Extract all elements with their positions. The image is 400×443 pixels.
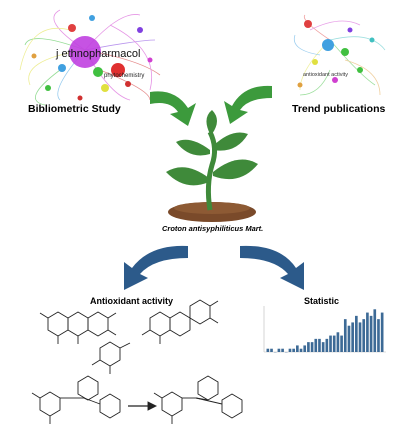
green-arrow-left xyxy=(150,91,196,126)
blue-arrows xyxy=(124,245,304,290)
chart-bar xyxy=(277,348,281,352)
chart-bar xyxy=(340,335,343,352)
green-arrows xyxy=(150,85,272,126)
chart-bar xyxy=(299,348,303,352)
antioxidant-activity-label: Antioxidant activity xyxy=(90,296,174,306)
network-node xyxy=(125,81,131,87)
bibliometric-study-label: Bibliometric Study xyxy=(28,103,121,115)
network-node xyxy=(89,15,95,21)
chart-bar xyxy=(296,345,299,352)
chart-bar xyxy=(369,315,373,352)
trend-publications-label: Trend publications xyxy=(292,103,386,115)
chart-bar xyxy=(373,309,377,352)
plant-leaf xyxy=(213,159,258,180)
chart-bar xyxy=(366,312,369,352)
network-node xyxy=(93,67,103,77)
molecule-flavonoid-2 xyxy=(141,299,219,344)
chart-bar xyxy=(355,315,358,352)
blue-arrow-left xyxy=(124,245,188,290)
network-node xyxy=(31,53,37,59)
molecule-gallic-acid xyxy=(91,341,131,374)
chart-bar xyxy=(292,348,295,352)
chart-bar xyxy=(270,348,273,352)
chart-bar xyxy=(329,335,332,352)
trend-node-label: antioxidant activity xyxy=(303,72,348,78)
chart-bar xyxy=(358,322,362,352)
trend-node xyxy=(297,82,303,88)
trend-node xyxy=(304,20,312,28)
chart-bar xyxy=(351,322,354,352)
plant-stem xyxy=(205,130,218,211)
chart-bar xyxy=(347,325,351,352)
network-main-label: j ethnopharmacol xyxy=(55,48,140,60)
network-node xyxy=(58,64,66,72)
reaction-arrow xyxy=(128,401,158,411)
blue-arrow-right xyxy=(240,245,304,290)
chart-bar xyxy=(288,348,292,352)
chart-bar xyxy=(266,348,270,352)
chart-bar xyxy=(314,338,318,352)
chart-bar xyxy=(318,338,321,352)
chart-bar xyxy=(310,342,314,352)
statistic-label: Statistic xyxy=(304,296,340,306)
chart-bar xyxy=(362,319,366,352)
chart-bar xyxy=(321,342,325,352)
chart-bar xyxy=(325,338,329,352)
network-node xyxy=(137,27,143,33)
chart-bar xyxy=(380,312,384,352)
trend-network: antioxidant activity xyxy=(293,14,386,96)
chart-bar xyxy=(281,348,284,352)
green-arrow-right xyxy=(224,85,272,124)
trend-node xyxy=(369,37,375,43)
plant-leaf xyxy=(176,139,210,156)
plant-illustration xyxy=(166,110,258,222)
bibliometric-network: j ethnopharmacol phytochemistry xyxy=(19,9,161,106)
plant-leaf xyxy=(213,132,248,151)
trend-node xyxy=(357,67,363,73)
trend-node xyxy=(312,59,318,65)
chart-bar xyxy=(336,332,340,352)
network-small-label: phytochemistry xyxy=(104,73,144,79)
chart-bar xyxy=(377,319,380,352)
statistic-chart xyxy=(263,306,386,353)
trend-node xyxy=(322,39,334,51)
plant-leaf xyxy=(166,167,209,186)
network-node-main xyxy=(69,36,101,68)
chart-bar xyxy=(307,342,310,352)
trend-node xyxy=(341,48,349,56)
chart-bar xyxy=(343,319,347,352)
trend-node xyxy=(332,77,338,83)
network-node xyxy=(68,24,76,32)
network-node xyxy=(45,85,51,91)
chart-bar xyxy=(303,345,307,352)
chemical-structures xyxy=(31,299,243,424)
network-node xyxy=(101,84,109,92)
network-node xyxy=(77,95,83,101)
plant-leaf xyxy=(206,110,217,134)
molecule-dpph-radical xyxy=(31,375,121,424)
molecule-dpph-h xyxy=(153,375,243,424)
species-name-label: Croton antisyphiliticus Mart. xyxy=(162,224,264,233)
trend-node xyxy=(347,27,353,33)
chart-bar xyxy=(332,335,336,352)
molecule-flavonoid-1 xyxy=(39,311,117,344)
network-node xyxy=(147,57,153,63)
network-node xyxy=(111,63,125,77)
